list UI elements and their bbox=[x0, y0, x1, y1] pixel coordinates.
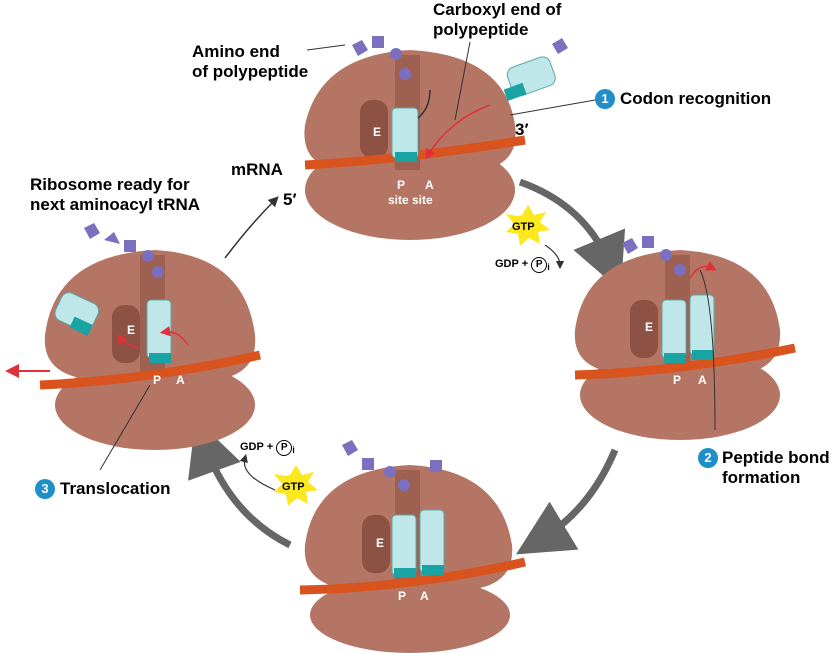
site-e-left: E bbox=[127, 323, 136, 337]
site-e-bottom: E bbox=[376, 536, 385, 550]
site-a-right: A bbox=[698, 373, 707, 387]
ribosome-left bbox=[5, 223, 261, 450]
gdp-text-bottom: GDP + bbox=[240, 441, 274, 453]
step-2-label: Peptide bond formation bbox=[722, 448, 830, 487]
ribosome-bottom bbox=[299, 440, 526, 653]
pi-subscript-bottom: i bbox=[292, 445, 295, 456]
cycle-arrow-bottom-left bbox=[188, 418, 292, 549]
cycle-arrow-bottom-right bbox=[515, 448, 619, 555]
three-prime-label: 3′ bbox=[515, 120, 529, 139]
pi-subscript-top: i bbox=[547, 262, 550, 273]
cycle-arrow-top-left bbox=[224, 196, 279, 259]
mrna-label: mRNA bbox=[231, 160, 283, 179]
gtp-text-top: GTP bbox=[512, 221, 535, 233]
pi-circle-top: P bbox=[531, 257, 548, 273]
site-e-top: E bbox=[373, 125, 382, 139]
step-3-label: Translocation bbox=[60, 479, 171, 498]
gtp-burst-top bbox=[506, 205, 550, 246]
site-p-right: P bbox=[673, 373, 682, 387]
gdp-text-top: GDP + bbox=[495, 258, 529, 270]
site-a-top: A bbox=[425, 178, 434, 192]
gtp-text-bottom: GTP bbox=[282, 481, 305, 493]
step-1-label: Codon recognition bbox=[620, 89, 772, 108]
site-e-right: E bbox=[645, 320, 654, 334]
amino-end-label: Amino end of polypeptide bbox=[192, 42, 309, 81]
pi-circle-bottom: P bbox=[276, 440, 293, 456]
ribosome-right bbox=[574, 236, 796, 440]
step-3-badge: 3 bbox=[35, 479, 55, 499]
gtp-burst-bottom bbox=[274, 465, 318, 506]
site-site-label: site site bbox=[388, 193, 433, 207]
step-2-badge: 2 bbox=[698, 448, 718, 468]
site-p-top: P bbox=[397, 178, 406, 192]
five-prime-label: 5′ bbox=[283, 190, 297, 209]
step-1-badge: 1 bbox=[595, 89, 615, 109]
cycle-arrow-top-right bbox=[518, 178, 626, 291]
ribosome-ready-label: Ribosome ready for next aminoacyl tRNA bbox=[30, 175, 201, 214]
site-p-left: P bbox=[153, 373, 162, 387]
site-p-bottom: P bbox=[398, 589, 407, 603]
site-a-left: A bbox=[176, 373, 185, 387]
carboxyl-end-label: Carboxyl end of polypeptide bbox=[433, 0, 562, 39]
site-a-bottom: A bbox=[420, 589, 429, 603]
